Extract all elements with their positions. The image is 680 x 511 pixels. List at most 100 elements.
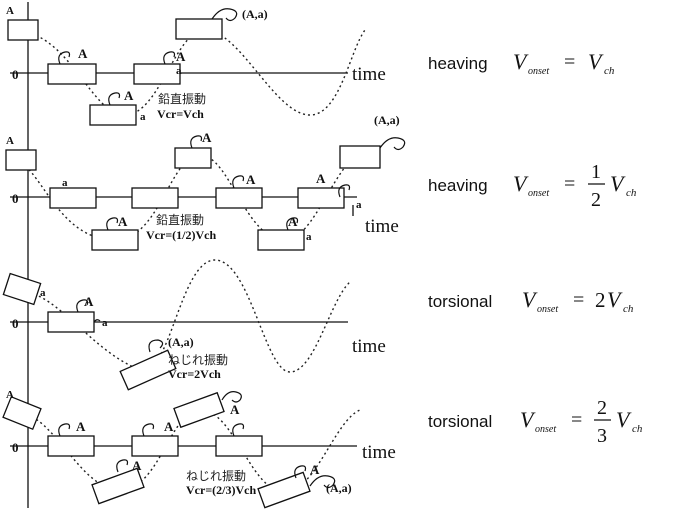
section-box xyxy=(215,187,263,209)
section-box xyxy=(215,435,263,457)
vortex-hook xyxy=(58,423,71,437)
time-axis-label: time xyxy=(362,442,396,463)
time-axis-label: time xyxy=(365,216,399,237)
point-label: A xyxy=(6,5,14,17)
section-box xyxy=(47,63,97,85)
eq-sign: = xyxy=(571,409,582,431)
mode-label: heaving xyxy=(428,176,488,195)
vortex-hook xyxy=(232,423,245,437)
vortex-hook xyxy=(106,217,119,231)
eq-rhs-sub: ch xyxy=(604,65,615,77)
vortex-hook xyxy=(309,475,336,489)
point-label: A xyxy=(176,49,186,64)
vortex-hook xyxy=(286,217,299,231)
section-box xyxy=(49,187,97,209)
vortex-hook xyxy=(116,459,129,473)
section-box xyxy=(119,349,177,391)
point-label: a xyxy=(40,287,46,299)
eq-rhs: V xyxy=(610,171,626,196)
eq-frac-num: 1 xyxy=(591,161,601,183)
point-label: A xyxy=(84,294,94,309)
vortex-hook xyxy=(93,319,101,323)
mode-label: torsional xyxy=(428,292,492,311)
eq-lhs-sub: onset xyxy=(537,304,558,315)
point-label: a xyxy=(176,65,182,77)
vortex-hook xyxy=(211,8,238,22)
point-label: A xyxy=(202,130,212,145)
japanese-label: 鉛直振動 xyxy=(158,92,206,106)
section-box xyxy=(47,435,95,457)
eq-rhs-coef: 2 xyxy=(595,288,606,312)
vortex-hook xyxy=(163,51,176,65)
point-label: a xyxy=(356,199,362,211)
point-label: A xyxy=(132,458,142,473)
panel-2-heaving-half-vch: 0 time A a A A A A A a a (A,a) 鉛直振動 Vcr=… xyxy=(5,113,406,251)
point-label: A xyxy=(316,171,326,186)
section-box xyxy=(91,229,139,251)
section-box xyxy=(7,19,39,41)
eq-rhs-sub: ch xyxy=(626,187,637,199)
japanese-label: ねじれ振動 xyxy=(168,353,228,367)
point-label: A xyxy=(6,135,14,147)
point-label: A xyxy=(310,462,320,477)
panel-3-torsional-2vch: 0 time a A a (A,a) ねじれ振動 Vcr=2Vch xyxy=(2,259,386,391)
japanese-label: ねじれ振動 xyxy=(186,469,246,483)
point-label: A xyxy=(78,46,88,61)
section-box xyxy=(2,395,42,431)
section-box xyxy=(2,272,42,306)
mode-label: torsional xyxy=(428,412,492,431)
vortex-hook xyxy=(148,339,164,353)
point-label: A xyxy=(124,88,134,103)
point-label: a xyxy=(62,177,68,189)
eq-lhs: V xyxy=(513,171,529,196)
section-box xyxy=(131,187,179,209)
point-label: A xyxy=(246,172,256,187)
vortex-hook xyxy=(76,299,89,313)
point-label: a xyxy=(140,111,146,123)
point-label: (A,a) xyxy=(242,7,268,21)
section-box xyxy=(257,471,311,509)
vortex-hook xyxy=(58,51,71,65)
point-label: a xyxy=(102,317,108,329)
vcr-label: Vcr=2Vch xyxy=(168,367,221,381)
vortex-hook xyxy=(338,184,351,198)
eq-sign: = xyxy=(573,289,584,311)
trajectory-curve xyxy=(19,259,351,373)
point-label: a xyxy=(306,231,312,243)
eq-lhs: V xyxy=(520,407,536,432)
section-box xyxy=(257,229,305,251)
time-axis-label: time xyxy=(352,64,386,85)
eq-frac-num: 2 xyxy=(597,397,607,419)
eq-rhs-sub: ch xyxy=(632,423,643,435)
eq-rhs: V xyxy=(607,287,623,312)
section-box xyxy=(47,311,95,333)
section-box xyxy=(297,187,345,209)
time-axis-label: time xyxy=(352,336,386,357)
zero-label: 0 xyxy=(12,316,19,331)
equation-torsional-1: torsional V onset = 2 V ch xyxy=(428,287,634,315)
vortex-hook xyxy=(221,391,242,403)
vcr-label: Vcr=Vch xyxy=(157,107,204,121)
section-box xyxy=(133,63,181,85)
eq-lhs-sub: onset xyxy=(528,188,549,199)
vortex-hook xyxy=(232,175,245,189)
point-label: A xyxy=(6,389,14,401)
equation-torsional-2: torsional V onset = 2 3 V ch xyxy=(428,397,643,447)
eq-lhs-sub: onset xyxy=(528,66,549,77)
vortex-hook xyxy=(190,135,203,149)
zero-label: 0 xyxy=(12,67,19,82)
eq-frac-den: 3 xyxy=(597,425,607,447)
point-label: A xyxy=(164,419,174,434)
point-label: A xyxy=(76,419,86,434)
eq-lhs-sub: onset xyxy=(535,424,556,435)
section-box xyxy=(89,104,137,126)
eq-sign: = xyxy=(564,51,575,73)
point-label: A xyxy=(118,214,128,229)
point-label: (A,a) xyxy=(374,113,400,127)
eq-lhs: V xyxy=(522,287,538,312)
section-box xyxy=(174,147,212,169)
zero-label: 0 xyxy=(12,440,19,455)
eq-sign: = xyxy=(564,173,575,195)
eq-rhs: V xyxy=(588,49,604,74)
